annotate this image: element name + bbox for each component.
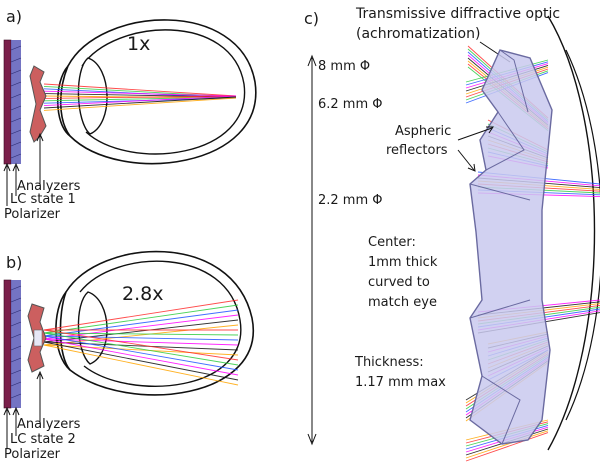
eye-inner-wall-a <box>81 29 246 155</box>
polarizer-a <box>3 39 12 165</box>
contact-lens-section <box>469 49 553 445</box>
ray-a <box>43 90 237 97</box>
ray-b <box>43 341 239 351</box>
ray-b <box>43 309 239 337</box>
ray-a <box>43 97 237 111</box>
ray-b <box>43 332 239 366</box>
label-lc-state-b: LC state 2 <box>10 432 76 447</box>
center-line-3: curved to <box>368 275 430 290</box>
dimension-line <box>307 54 317 446</box>
lc-layer-b <box>11 280 21 408</box>
ray-bundle-a <box>43 83 237 111</box>
aspheric-line-2: reflectors <box>386 143 448 158</box>
label-arrows-b <box>3 370 44 448</box>
label-polarizer-a: Polarizer <box>4 207 61 222</box>
ray-a <box>43 95 237 99</box>
ray-b <box>43 304 239 334</box>
ray-b <box>43 335 239 341</box>
dimension-2-2mm: 2.2 mm Φ <box>318 193 383 208</box>
polarizer-b <box>3 279 12 409</box>
panel-c: c) Transmissive diffractive optic (achro… <box>304 6 600 462</box>
ray-a <box>43 96 237 109</box>
label-analyzers-b: Analyzers <box>17 417 81 432</box>
ray-b <box>43 344 239 356</box>
magnification-a: 1x <box>127 33 150 55</box>
ray-a <box>43 83 237 97</box>
thickness-line-1: Thickness: <box>354 355 424 370</box>
ray-b <box>43 299 239 331</box>
ray-b <box>43 335 239 371</box>
ray-b <box>43 338 239 376</box>
ray-b <box>43 341 239 381</box>
lc-layer-a <box>11 40 21 164</box>
dimension-8mm: 8 mm Φ <box>318 59 370 74</box>
lens-facets <box>469 49 531 445</box>
analyzer-lens-a <box>29 65 47 143</box>
panel-a: a) 1x Analyzers LC state 1 Po <box>3 7 257 222</box>
center-line-2: 1mm thick <box>368 255 438 270</box>
ray-bundle-b <box>43 299 239 386</box>
center-line-1: Center: <box>368 235 416 250</box>
panel-b: b) 2.8x Analyzers LC state 2 Polarizer <box>3 250 255 462</box>
label-lc-state-a: LC state 1 <box>10 192 76 207</box>
ray-c <box>465 432 549 462</box>
aspheric-leaders <box>457 126 494 172</box>
ray-b <box>43 338 239 346</box>
ray-c <box>465 430 549 459</box>
ray-b <box>43 329 239 361</box>
lens-center-b <box>33 329 43 347</box>
ray-b <box>43 332 239 336</box>
panel-c-letter: c) <box>304 9 319 28</box>
eye-surface-inner <box>565 49 600 421</box>
ray-a <box>43 95 237 107</box>
panel-a-letter: a) <box>6 7 22 26</box>
dimension-6-2mm: 6.2 mm Φ <box>318 97 383 112</box>
label-arrows-a <box>3 132 44 206</box>
ray-b <box>43 344 239 386</box>
eye-globe-a <box>59 19 257 165</box>
thickness-line-2: 1.17 mm max <box>355 375 446 390</box>
eye-inner-wall-b <box>79 260 242 387</box>
title-line-2: (achromatization) <box>356 26 480 42</box>
lc-hatch-b <box>10 285 22 399</box>
lc-hatch-a <box>10 45 22 159</box>
label-polarizer-b: Polarizer <box>4 447 61 462</box>
title-line-1: Transmissive diffractive optic <box>355 6 560 22</box>
label-analyzers-a: Analyzers <box>17 179 81 194</box>
center-line-4: match eye <box>368 295 437 310</box>
eye-surface-outer <box>547 15 596 451</box>
magnification-b: 2.8x <box>122 283 163 305</box>
aspheric-line-1: Aspheric <box>395 124 451 139</box>
crystalline-lens-a <box>77 57 108 135</box>
panel-b-letter: b) <box>6 253 22 272</box>
